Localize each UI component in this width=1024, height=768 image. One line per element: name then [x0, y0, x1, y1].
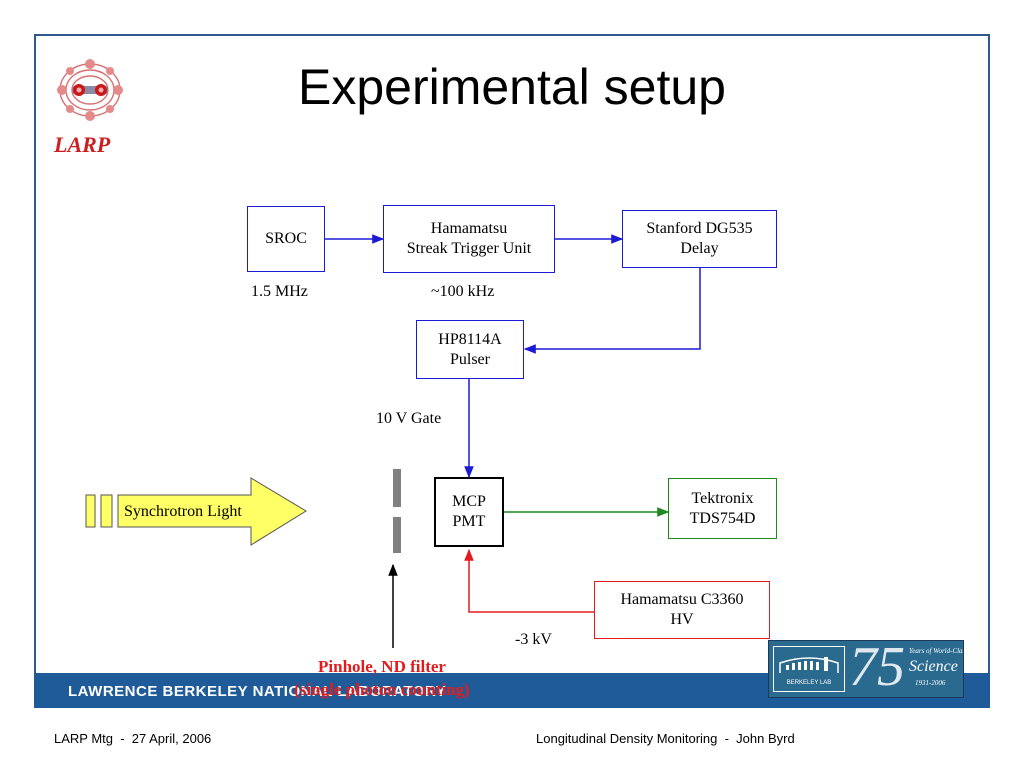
photon-counting-label: (single photon counting) — [294, 680, 470, 699]
berkeley-lab-logo: BERKELEY LAB — [773, 646, 845, 692]
larp-logo-text: LARP — [54, 132, 111, 157]
delay-box: Stanford DG535 Delay — [622, 210, 777, 268]
badge-line-3: 1931-2006 — [915, 679, 946, 687]
synchrotron-light-label: Synchrotron Light — [124, 503, 242, 520]
light-bar-2 — [100, 494, 113, 528]
voltage-label: -3 kV — [515, 631, 552, 648]
gate-label: 10 V Gate — [376, 410, 442, 427]
anniversary-badge: BERKELEY LAB 75 Years of World-Class Sci… — [768, 640, 964, 698]
footer-right: Longitudinal Density Monitoring - John B… — [536, 731, 795, 746]
lab-name: LAWRENCE BERKELEY NATIONAL LABORATORY — [68, 683, 447, 700]
sroc-box: SROC — [247, 206, 325, 272]
light-bar-1 — [85, 494, 96, 528]
pinhole-slit-bottom — [393, 517, 401, 553]
pinhole-slit-top — [393, 469, 401, 507]
streak-trigger-box: Hamamatsu Streak Trigger Unit — [383, 205, 555, 273]
scope-box: Tektronix TDS754D — [668, 478, 777, 539]
larp-logo-icon — [57, 59, 123, 121]
footer-left: LARP Mtg - 27 April, 2006 — [54, 731, 212, 746]
mcp-pmt-box: MCP PMT — [434, 477, 504, 547]
synchrotron-light-arrow — [117, 477, 307, 546]
hv-box: Hamamatsu C3360 HV — [594, 581, 770, 639]
berkeley-lab-text: BERKELEY LAB — [786, 680, 832, 686]
badge-line-2: Science — [909, 658, 958, 675]
sroc-frequency-label: 1.5 MHz — [251, 283, 308, 300]
pulser-box: HP8114A Pulser — [416, 320, 524, 379]
lab-building-icon — [779, 657, 839, 673]
pinhole-label: Pinhole, ND filter — [318, 657, 446, 676]
trigger-frequency-label: ~100 kHz — [431, 283, 495, 300]
arrow-hv-to-mcp — [464, 548, 594, 613]
arrow-delay-to-pulser — [523, 268, 701, 354]
page-title: Experimental setup — [297, 59, 726, 115]
badge-line-1: Years of World-Class — [909, 647, 964, 655]
years-number: 75 — [849, 640, 905, 698]
